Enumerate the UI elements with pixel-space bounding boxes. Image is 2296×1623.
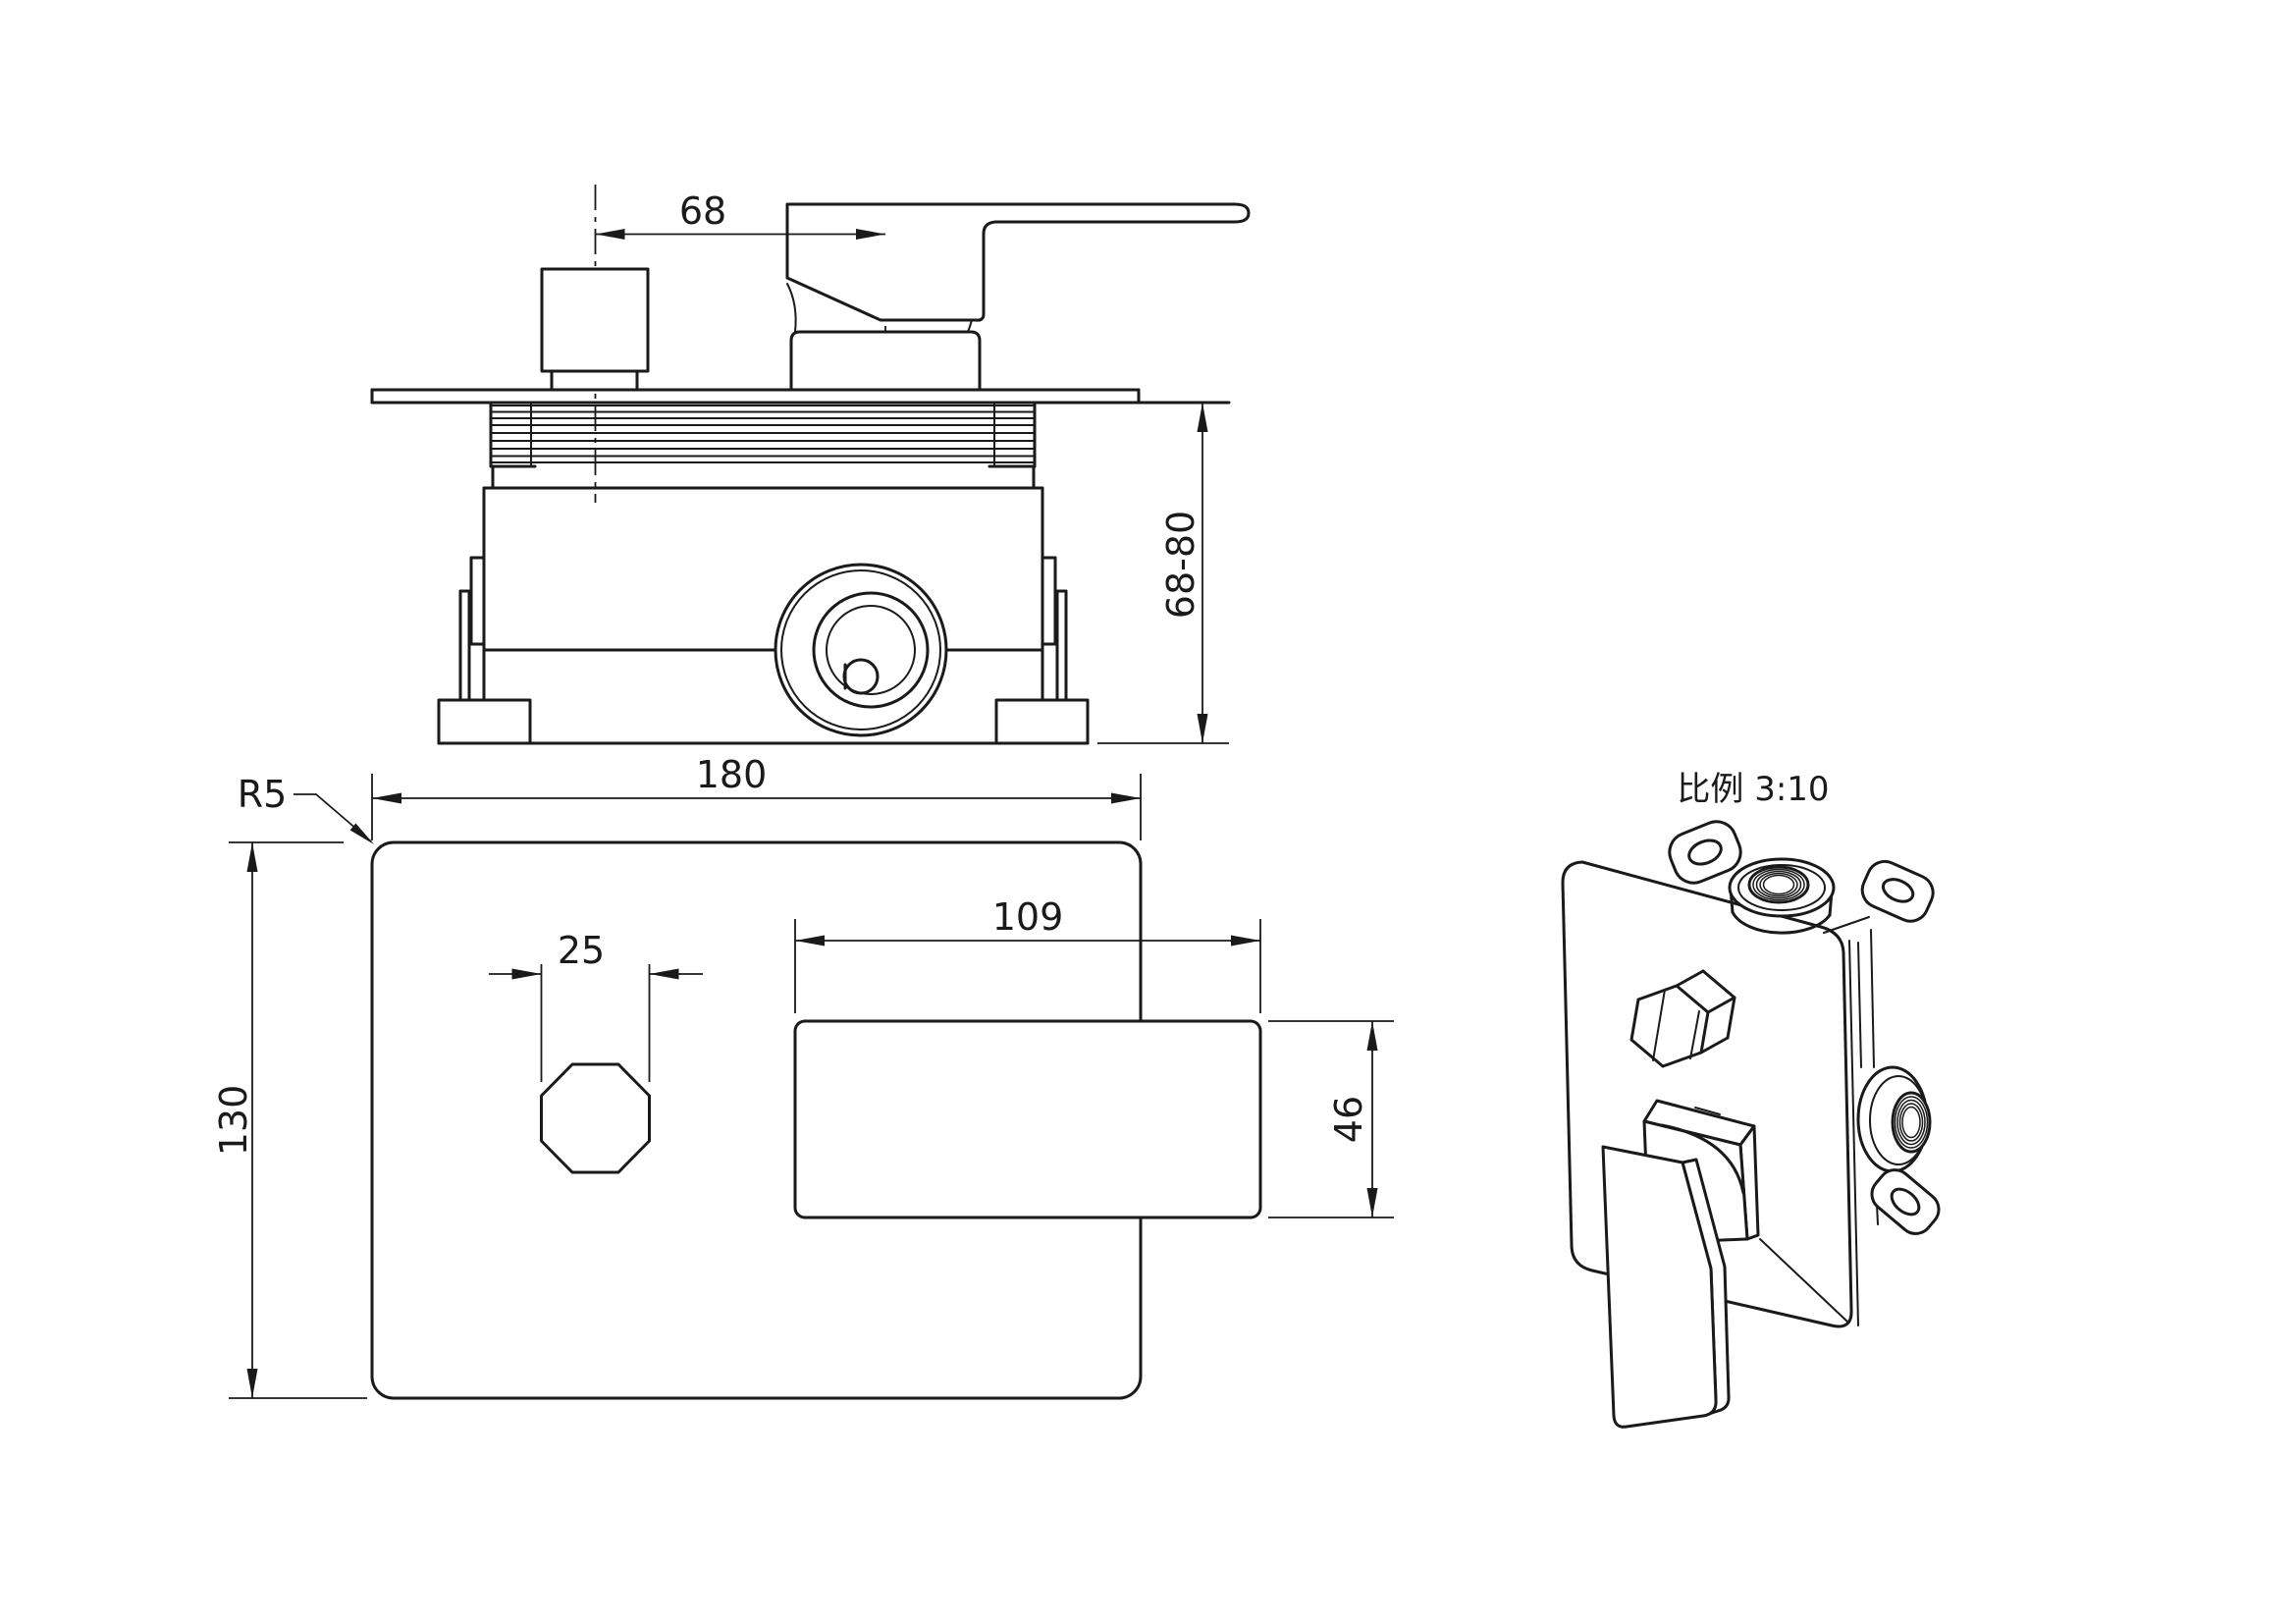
arrowhead <box>1366 1021 1378 1051</box>
trim-plate-side <box>370 388 1231 405</box>
arrowhead <box>1111 792 1141 804</box>
arrowhead <box>595 229 625 240</box>
arrowhead <box>372 792 401 804</box>
arrowhead <box>246 842 258 872</box>
arrowhead <box>246 1369 258 1398</box>
dim-depth-label: 68-80 <box>1159 511 1202 619</box>
mounting-foot-left <box>437 698 532 745</box>
mounting-bracket-right <box>1041 556 1068 702</box>
arrowhead <box>349 823 374 844</box>
scale-label: 比例 3:10 <box>1677 770 1829 809</box>
mounting-bracket-left <box>458 556 486 702</box>
dim-68: 68 <box>595 189 885 240</box>
outlet-port-circles <box>774 563 948 737</box>
dim-r5: R5 <box>238 773 374 844</box>
arrowhead <box>795 935 825 947</box>
arrowhead <box>1197 403 1208 432</box>
front-view: 180 R5 130 25 <box>212 753 1394 1400</box>
valve-body <box>437 486 1090 745</box>
side-view: 68 68-80 <box>370 185 1251 745</box>
dim-46-label: 46 <box>1327 1096 1370 1143</box>
dim-25-label: 25 <box>558 929 605 972</box>
iso-ear-top-left <box>1668 820 1742 885</box>
arrowhead <box>649 968 679 980</box>
dim-46: 46 <box>1268 1020 1394 1218</box>
iso-side-port <box>1856 1065 1932 1173</box>
dim-25: 25 <box>489 929 703 1082</box>
dim-109: 109 <box>794 895 1261 1013</box>
iso-hex-button <box>1629 969 1736 1068</box>
arrowhead <box>1197 714 1208 743</box>
dim-depth: 68-80 <box>1097 403 1229 744</box>
iso-plate-thickness <box>1848 940 1859 1326</box>
handle-base-side <box>789 330 982 392</box>
iso-lever-neck-curve <box>1660 1123 1745 1195</box>
diverter-button-neck <box>550 369 639 392</box>
arrowhead <box>1231 935 1260 947</box>
iso-ear-bottom-right <box>1870 1168 1941 1235</box>
mounting-foot-right <box>994 698 1090 745</box>
iso-lever-blade <box>1601 1145 1718 1429</box>
dim-180-label: 180 <box>696 753 768 796</box>
arrowhead <box>511 968 542 980</box>
iso-top-port <box>1728 857 1836 935</box>
dim-130-label: 130 <box>212 1085 255 1157</box>
iso-lever <box>1601 1099 1760 1429</box>
handle-joint-curve-right <box>967 319 973 333</box>
dim-r5-label: R5 <box>238 773 288 816</box>
dim-130: 130 <box>212 841 367 1399</box>
dim-68-label: 68 <box>679 189 726 233</box>
dim-109-label: 109 <box>992 895 1064 939</box>
lever-front <box>793 1019 1262 1219</box>
arrowhead <box>1366 1188 1378 1217</box>
iso-view: 比例 3:10 <box>1561 770 1941 1429</box>
dim-180: 180 <box>371 753 1142 840</box>
handle-joint-curve-left <box>786 283 797 333</box>
arrowhead <box>856 229 885 240</box>
diverter-button-side <box>540 267 650 373</box>
iso-ear-top-right <box>1860 859 1935 923</box>
diverter-octagon <box>540 1062 651 1174</box>
thread-collar <box>489 401 1037 490</box>
lever-handle-side <box>785 202 1251 322</box>
